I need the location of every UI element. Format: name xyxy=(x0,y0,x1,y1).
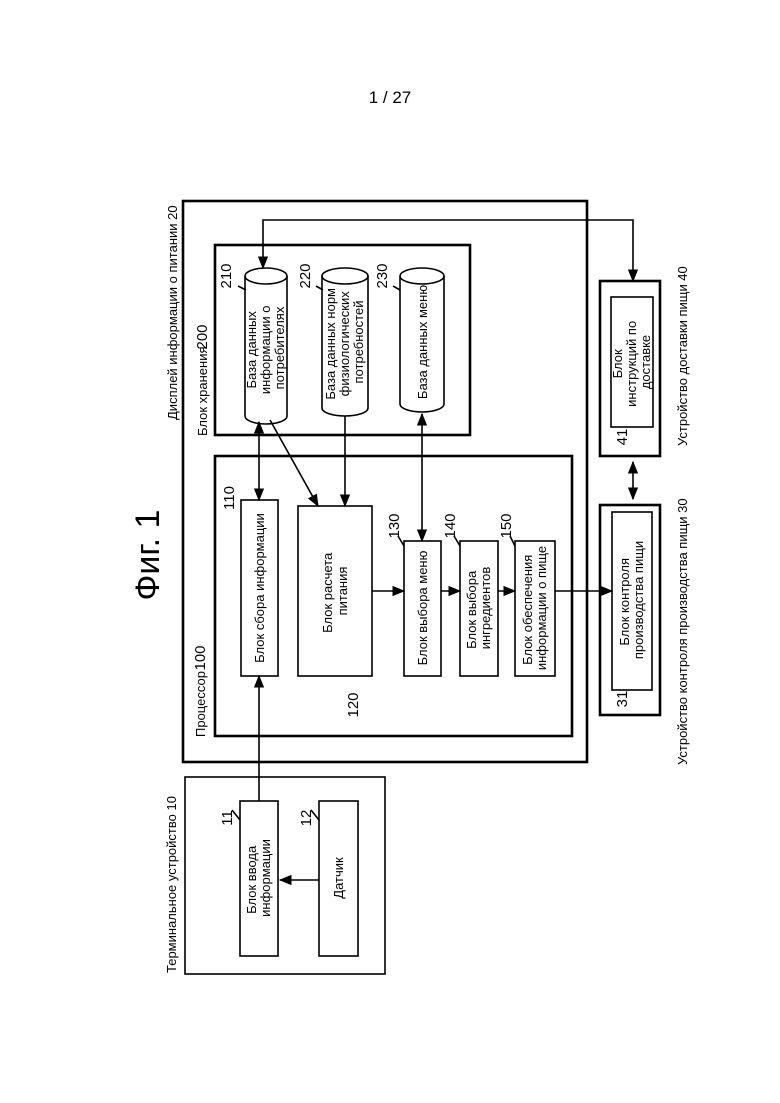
db-consumers-label: База данных информации о потребителях xyxy=(244,302,287,394)
menu-number: 130 xyxy=(386,513,403,538)
calc-block: Блок расчета питания xyxy=(298,506,372,676)
processor-frame xyxy=(215,456,572,736)
menu-label: Блок выбора меню xyxy=(415,550,430,665)
menu-block: Блок выбора меню xyxy=(404,541,441,676)
provide-label: Блок обеспечения информации о пище xyxy=(520,546,549,670)
collect-number: 110 xyxy=(221,486,238,510)
delivery-block: Блок инструкций по доставке xyxy=(610,297,653,427)
calc-label: Блок расчета питания xyxy=(320,549,350,633)
terminal-device-label: Терминальное устройство 10 xyxy=(164,796,179,973)
db-menu-label: База данных меню xyxy=(415,285,430,399)
ingredients-label: Блок выбора ингредиентов xyxy=(464,567,493,650)
delivery-label: Устройство доставки пищи 40 xyxy=(675,266,690,446)
input-block: Блок ввода информации xyxy=(240,801,278,956)
production-block: Блок контроля производства пищи xyxy=(612,512,652,690)
collect-label: Блок сбора информации xyxy=(252,513,267,663)
arrow-db-consumers-to-delivery xyxy=(263,220,633,281)
ingredients-block: Блок выбора ингредиентов xyxy=(460,541,498,676)
production-block-number: 31 xyxy=(614,691,631,708)
nutrition-display-label: Дисплей информации о питании 20 xyxy=(165,205,180,420)
db-norms-number: 220 xyxy=(297,263,314,288)
db-norms: База данных норм физиологических потребн… xyxy=(322,268,368,416)
delivery-block-label: Блок инструкций по доставке xyxy=(610,317,653,407)
calc-number: 120 xyxy=(345,692,362,717)
processor-label: Процессор xyxy=(193,671,208,737)
provide-number: 150 xyxy=(498,513,515,538)
input-block-label: Блок ввода информации xyxy=(244,839,273,917)
sensor-label: Датчик xyxy=(331,857,346,899)
arrow-db-consumers-to-calc xyxy=(270,420,318,506)
production-block-label: Блок контроля производства пищи xyxy=(617,541,646,659)
terminal-device-frame xyxy=(185,777,385,974)
storage-label: Блок хранения xyxy=(195,347,210,437)
db-menu: База данных меню xyxy=(400,268,444,412)
provide-block: Блок обеспечения информации о пище xyxy=(515,541,555,676)
ingredients-number: 140 xyxy=(442,513,459,538)
storage-number: 200 xyxy=(194,324,211,349)
db-menu-number: 230 xyxy=(374,263,391,288)
processor-number: 100 xyxy=(192,645,209,670)
production-label: Устройство контроля производства пищи 30 xyxy=(675,498,690,765)
db-menu-leader xyxy=(393,286,400,290)
db-norms-label: База данных норм физиологических потребн… xyxy=(323,284,366,399)
db-consumers-number: 210 xyxy=(218,263,235,288)
db-consumers: База данных информации о потребителях xyxy=(244,268,287,424)
collect-block: Блок сбора информации xyxy=(241,500,278,676)
delivery-block-number: 41 xyxy=(614,429,631,446)
figure-title: Фиг. 1 xyxy=(129,510,167,601)
sensor-block: Датчик xyxy=(319,801,358,956)
